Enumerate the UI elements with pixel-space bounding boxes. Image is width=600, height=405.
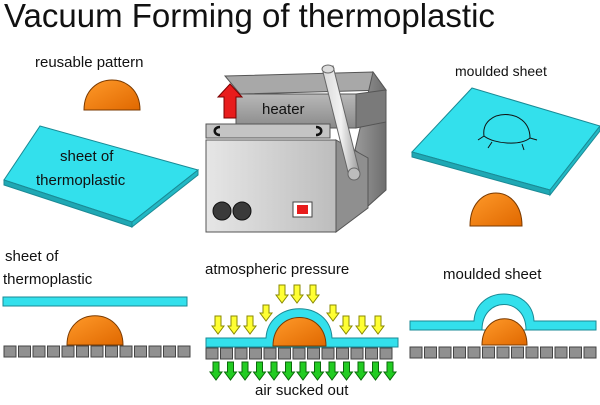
vacuum-platen-right — [409, 346, 597, 359]
pattern-on-platen-right — [481, 318, 528, 346]
vacuum-arrow-icon — [238, 361, 252, 381]
platen-block — [134, 345, 147, 358]
thermoplastic-sheet-top — [3, 125, 200, 229]
pressure-arrow-icon — [243, 315, 257, 335]
label-sheet-of-bottom: sheet of — [5, 248, 59, 265]
pressure-arrow-icon — [290, 284, 304, 304]
platen-block — [249, 347, 262, 360]
platen-block — [409, 346, 423, 359]
pressure-arrow-icon — [355, 315, 369, 335]
vacuum-arrow-icon — [325, 361, 339, 381]
diagram-title: Vacuum Forming of thermoplastic — [4, 0, 495, 34]
vacuum-arrow-icon — [339, 361, 354, 381]
vacuum-arrow-icon — [223, 361, 238, 381]
platen-block — [278, 347, 291, 360]
platen-block — [47, 345, 60, 358]
vacuum-forming-machine — [205, 64, 387, 233]
platen-block — [119, 345, 133, 358]
thermoplastic-sheet-flat — [2, 296, 188, 307]
platen-block — [220, 347, 233, 360]
platen-block — [32, 345, 46, 358]
vacuum-arrow-icon — [281, 361, 296, 381]
vacuum-platen-centre — [205, 347, 393, 360]
platen-block — [482, 346, 495, 359]
reusable-pattern-right — [469, 192, 523, 227]
vacuum-arrow-icon — [383, 361, 397, 381]
vacuum-arrow-icon — [252, 361, 267, 381]
platen-block — [18, 345, 31, 358]
platen-block — [336, 347, 349, 360]
label-moulded-sheet-bottom: moulded sheet — [443, 266, 542, 283]
platen-block — [205, 347, 219, 360]
platen-block — [554, 346, 568, 359]
platen-block — [90, 345, 104, 358]
label-thermoplastic-top: thermoplastic — [36, 172, 126, 189]
pressure-arrow-icon — [306, 284, 320, 304]
platen-block — [148, 345, 162, 358]
platen-block — [540, 346, 553, 359]
pressure-arrow-icon — [227, 315, 241, 335]
label-thermoplastic-bottom: thermoplastic — [3, 271, 93, 288]
platen-block — [496, 346, 510, 359]
pattern-on-platen-left — [66, 315, 124, 346]
vacuum-arrow-icon — [310, 361, 325, 381]
reusable-pattern-top — [83, 79, 141, 111]
platen-block — [350, 347, 364, 360]
label-reusable-pattern: reusable pattern — [35, 54, 144, 71]
pressure-arrow-icon — [275, 284, 289, 304]
pressure-arrow-icon — [339, 315, 353, 335]
label-sheet-of-top: sheet of — [60, 148, 114, 165]
pressure-arrow-icon — [326, 304, 340, 322]
platen-block — [424, 346, 437, 359]
platen-block — [234, 347, 248, 360]
moulded-sheet-top — [411, 87, 600, 197]
up-arrow-icon — [216, 83, 244, 119]
platen-block — [453, 346, 466, 359]
vacuum-arrow-icon — [209, 361, 223, 381]
vacuum-arrow-icon — [354, 361, 368, 381]
platen-block — [511, 346, 524, 359]
platen-block — [3, 345, 17, 358]
platen-block — [61, 345, 75, 358]
platen-block — [177, 345, 191, 358]
platen-block — [438, 346, 452, 359]
platen-block — [76, 345, 89, 358]
label-heater: heater — [262, 101, 305, 118]
clamp-frame — [205, 123, 331, 139]
platen-block — [105, 345, 118, 358]
platen-block — [263, 347, 277, 360]
platen-block — [569, 346, 582, 359]
platen-block — [583, 346, 597, 359]
platen-block — [379, 347, 393, 360]
pressure-arrow-icon — [211, 315, 225, 335]
platen-block — [525, 346, 539, 359]
vacuum-arrow-icon — [296, 361, 310, 381]
lever — [321, 64, 361, 181]
platen-block — [163, 345, 176, 358]
platen-block — [365, 347, 378, 360]
vacuum-arrow-icon — [368, 361, 383, 381]
platen-block — [467, 346, 481, 359]
pressure-arrow-icon — [259, 304, 273, 322]
vacuum-arrow-icon — [267, 361, 281, 381]
label-moulded-sheet-top: moulded sheet — [455, 63, 547, 79]
platen-block — [292, 347, 306, 360]
label-air-sucked-out: air sucked out — [255, 382, 349, 399]
vacuum-arrows — [209, 361, 397, 381]
label-atmospheric-pressure: atmospheric pressure — [205, 261, 350, 278]
pattern-on-platen-centre — [272, 317, 327, 347]
pressure-arrows — [211, 284, 385, 335]
platen-block — [321, 347, 335, 360]
platen-block — [307, 347, 320, 360]
pressure-arrow-icon — [371, 315, 385, 335]
heater-block — [235, 89, 387, 129]
vacuum-platen-left — [3, 345, 191, 358]
